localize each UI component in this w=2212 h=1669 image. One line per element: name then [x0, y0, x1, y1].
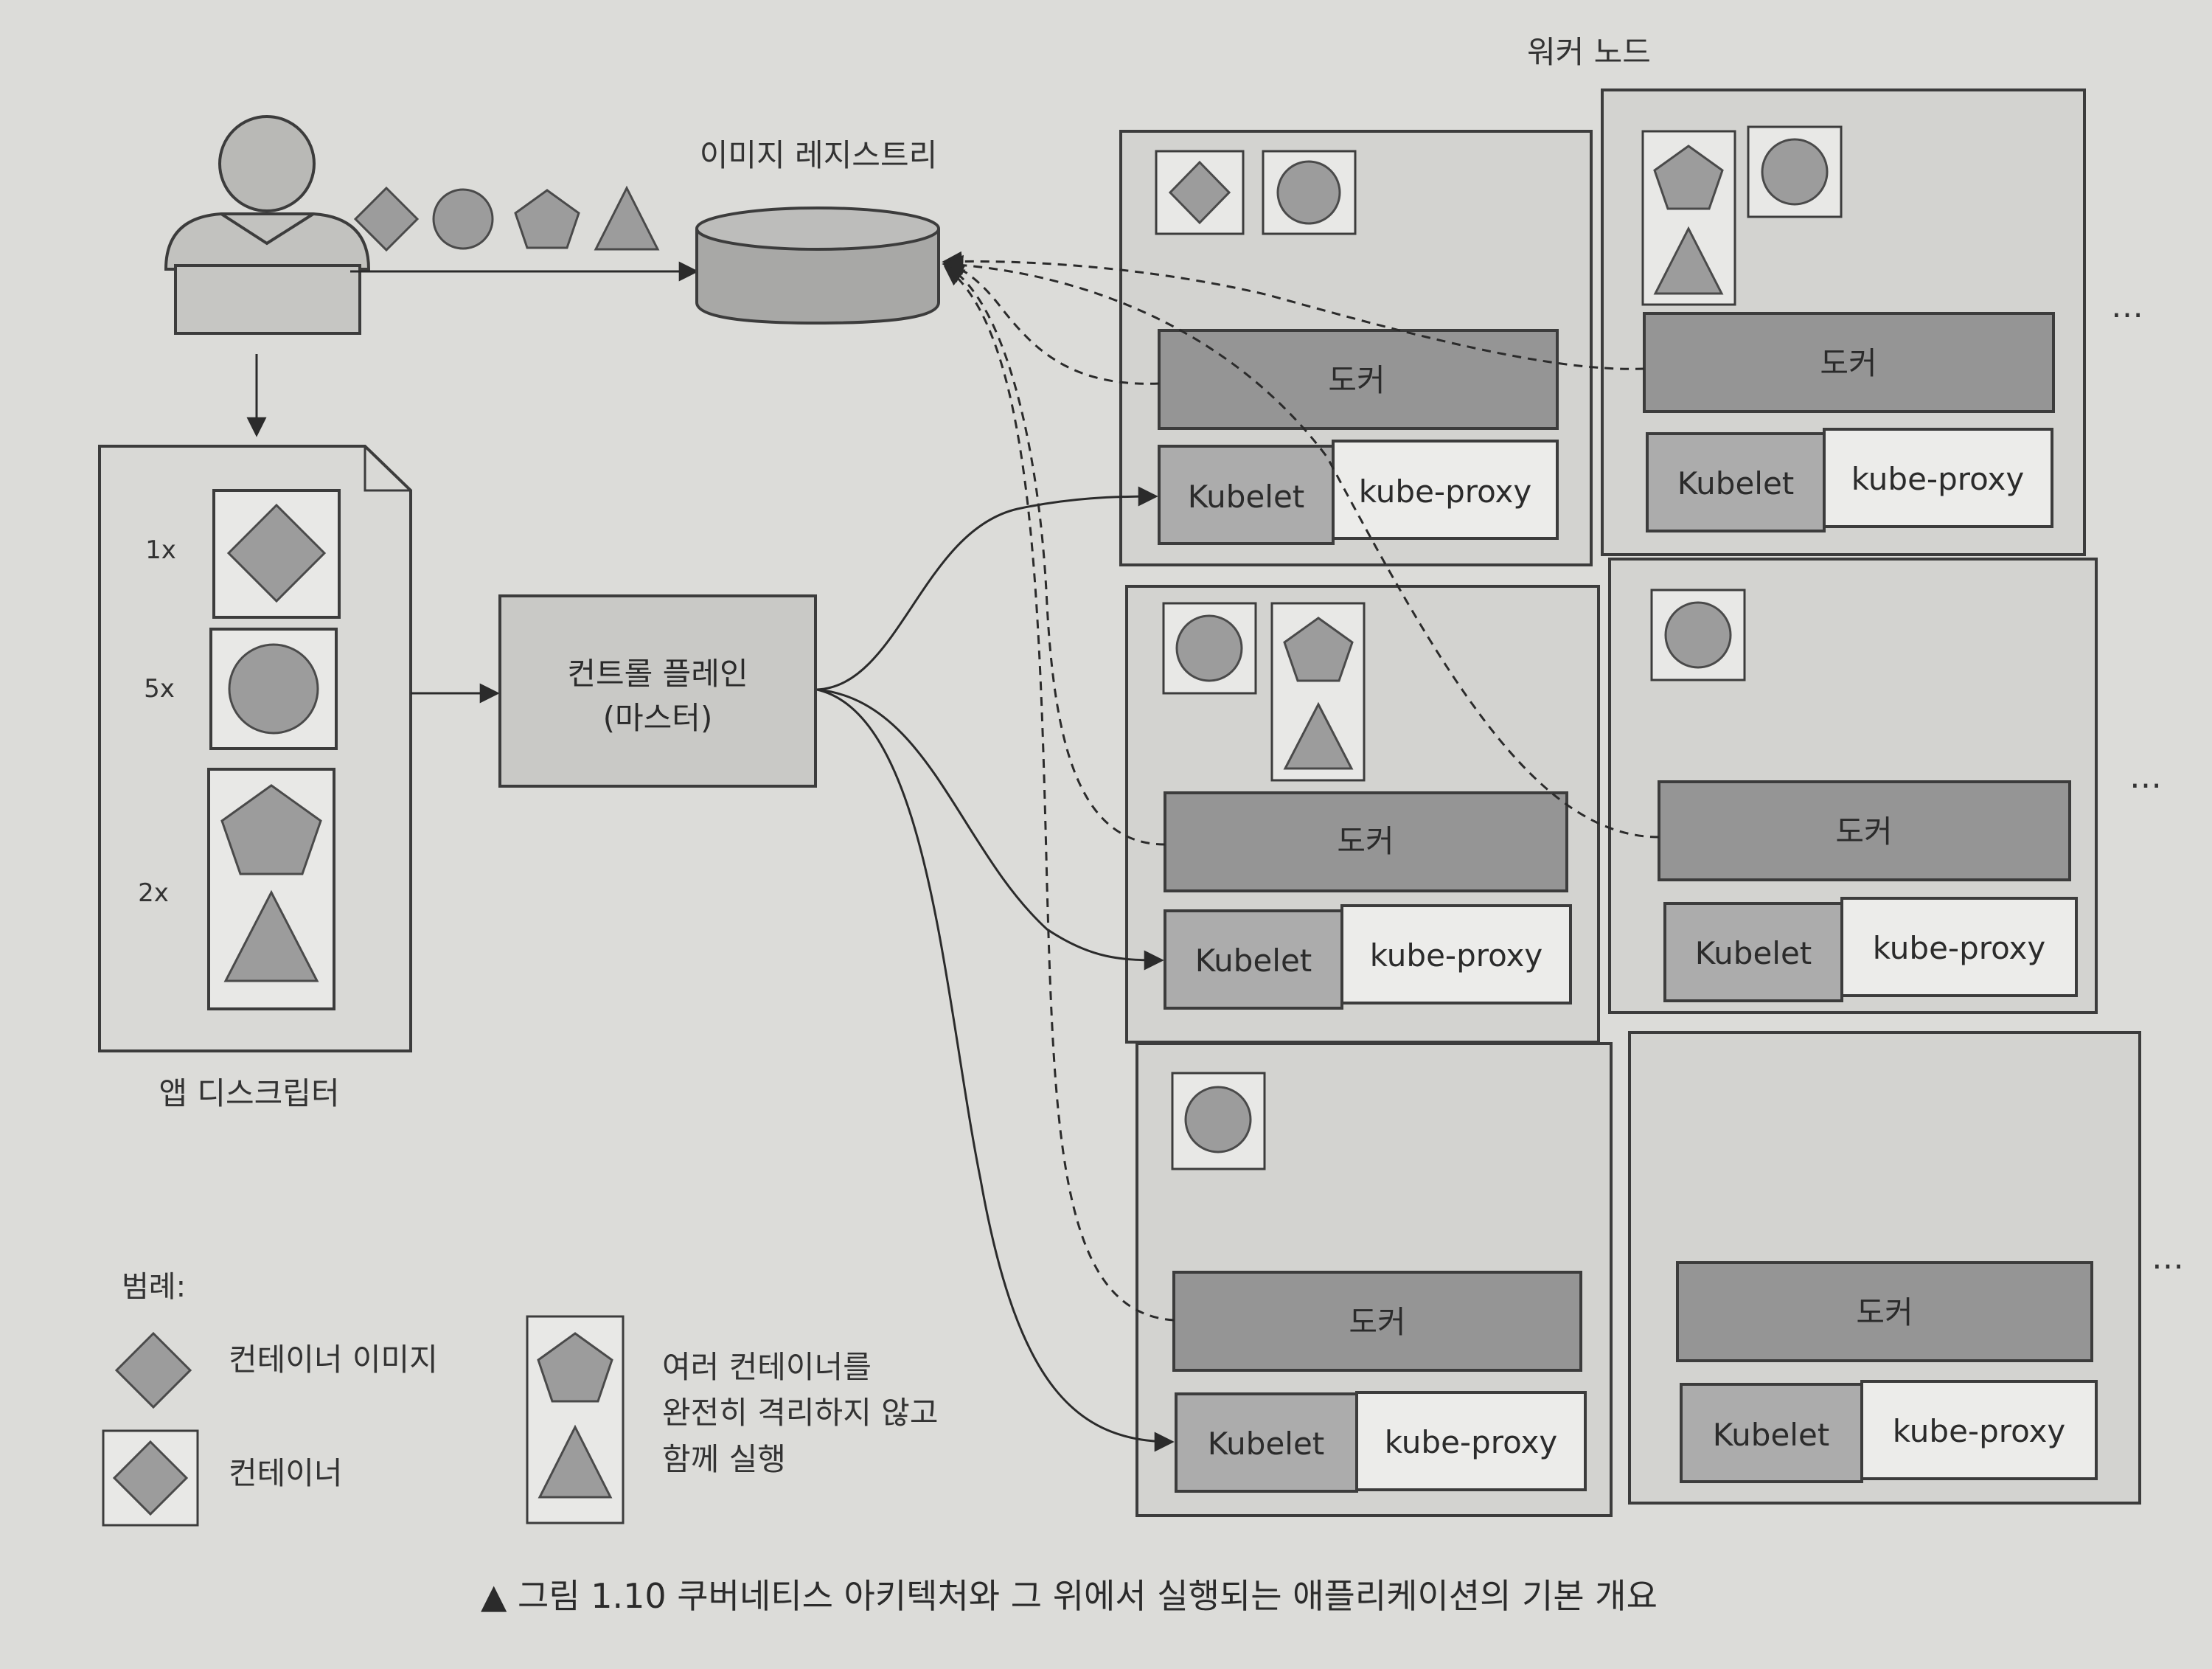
kube-proxy-label: kube-proxy [1385, 1424, 1557, 1460]
control-plane-arrows [816, 486, 1175, 1452]
legend-container-image-icon [114, 1331, 192, 1409]
worker-node-2: 도커 Kubelet kube-proxy [1601, 89, 2086, 556]
kubelet-box [1175, 1392, 1358, 1493]
count-1x: 1x [145, 535, 176, 565]
kube-proxy-label: kube-proxy [1873, 930, 2045, 966]
container-image-diamond-icon [353, 186, 420, 252]
docker-box [1172, 1271, 1582, 1372]
legend-pod-line2: 완전히 격리하지 않고 [662, 1395, 938, 1431]
legend-pod-triangle-icon [538, 1424, 613, 1499]
kube-proxy-box [1860, 1380, 2098, 1480]
legend-container-icon [112, 1440, 189, 1516]
kube-proxy-box [1823, 428, 2053, 528]
worker-node-5: 도커 Kubelet kube-proxy [1135, 1042, 1613, 1517]
more-nodes-ellipsis-2: … [2129, 758, 2162, 796]
count-2x: 2x [138, 878, 169, 908]
kubelet-box [1680, 1383, 1863, 1483]
docker-label: 도커 [1835, 813, 1892, 850]
kubelet-label: Kubelet [1677, 465, 1795, 502]
worker-node-3: 도커 Kubelet kube-proxy [1125, 585, 1600, 1044]
developer-icon [164, 115, 371, 335]
more-nodes-ellipsis-1: … [2111, 288, 2143, 325]
legend-title: 범례: [122, 1270, 186, 1304]
descriptor-pentagon-icon [220, 784, 322, 875]
kube-proxy-label: kube-proxy [1359, 473, 1531, 510]
kubelet-label: Kubelet [1713, 1417, 1830, 1453]
app-descriptor [98, 445, 412, 1052]
pod-triangle-icon [1283, 701, 1354, 770]
pod-pentagon-icon [1283, 617, 1354, 682]
app-descriptor-label: 앱 디스크립터 [159, 1075, 339, 1111]
docker-label: 도커 [1337, 823, 1394, 859]
pod-circle-icon [1276, 160, 1341, 225]
worker-node-6: 도커 Kubelet kube-proxy [1628, 1031, 2141, 1505]
legend-pod-line3: 함께 실행 [662, 1441, 786, 1477]
container-image-triangle-icon [594, 185, 660, 251]
control-plane-sublabel: (마스터) [603, 700, 713, 736]
worker-nodes: 도커 Kubelet kube-proxy 도커 Kubelet kube-pr… [1119, 89, 2141, 1517]
container-image-pentagon-icon [514, 189, 580, 249]
docker-label: 도커 [1856, 1294, 1913, 1330]
kubelet-label: Kubelet [1208, 1426, 1325, 1462]
kube-proxy-box [1340, 904, 1572, 1004]
worker-node-4: 도커 Kubelet kube-proxy [1608, 558, 2098, 1014]
more-nodes-ellipsis-3: … [2152, 1239, 2184, 1277]
legend-container-label: 컨테이너 [229, 1455, 343, 1491]
docker-label: 도커 [1820, 345, 1877, 381]
image-pull-lines [942, 251, 1660, 1322]
docker-box [1164, 791, 1568, 892]
descriptor-diamond-icon [226, 503, 327, 603]
kube-proxy-label: kube-proxy [1370, 937, 1543, 974]
kubelet-label: Kubelet [1195, 943, 1312, 979]
docker-box [1658, 780, 2071, 881]
control-plane-box [498, 594, 817, 788]
kube-proxy-label: kube-proxy [1851, 461, 2024, 497]
kube-proxy-label: kube-proxy [1893, 1413, 2065, 1449]
container-image-circle-icon [432, 188, 494, 250]
docker-label: 도커 [1328, 362, 1385, 398]
kubelet-box [1646, 432, 1826, 532]
pod-circle-icon [1664, 601, 1732, 669]
pod-diamond-icon [1168, 160, 1231, 225]
legend: 범례: 컨테이너 이미지 컨테이너 여러 컨테이너를 완전히 격리하지 않고 함… [102, 1270, 938, 1527]
image-registry-icon [695, 207, 940, 325]
kubelet-label: Kubelet [1188, 479, 1305, 515]
worker-nodes-title: 워커 노드 [1527, 34, 1651, 70]
image-registry-label: 이미지 레지스트리 [700, 137, 937, 173]
pod-circle-icon [1175, 614, 1243, 682]
kube-proxy-box [1840, 897, 2078, 997]
docker-box [1158, 329, 1559, 430]
figure-caption: ▲ 그림 1.10 쿠버네티스 아키텍처와 그 위에서 실행되는 애플리케이션의… [481, 1576, 1658, 1616]
pod-pentagon-icon [1653, 145, 1724, 210]
laptop-icon [174, 264, 361, 335]
legend-pod-pentagon-icon [537, 1332, 613, 1403]
control-plane-label: 컨트롤 플레인 [567, 656, 748, 692]
pod-triangle-icon [1653, 226, 1724, 295]
kubelet-box [1158, 445, 1335, 545]
kubelet-label: Kubelet [1695, 935, 1812, 971]
count-5x: 5x [144, 674, 175, 704]
worker-node-1: 도커 Kubelet kube-proxy [1119, 130, 1593, 566]
descriptor-triangle-icon [223, 889, 319, 982]
docker-box [1643, 312, 2055, 413]
legend-pod-line1: 여러 컨테이너를 [662, 1349, 872, 1385]
docker-box [1676, 1261, 2093, 1362]
kube-proxy-box [1355, 1391, 1587, 1491]
docker-label: 도커 [1349, 1304, 1405, 1340]
descriptor-circle-icon [228, 643, 319, 735]
kube-proxy-box [1332, 440, 1559, 540]
pod-circle-icon [1184, 1086, 1252, 1153]
legend-container-image-label: 컨테이너 이미지 [229, 1342, 438, 1378]
pod-circle-icon [1761, 138, 1829, 206]
